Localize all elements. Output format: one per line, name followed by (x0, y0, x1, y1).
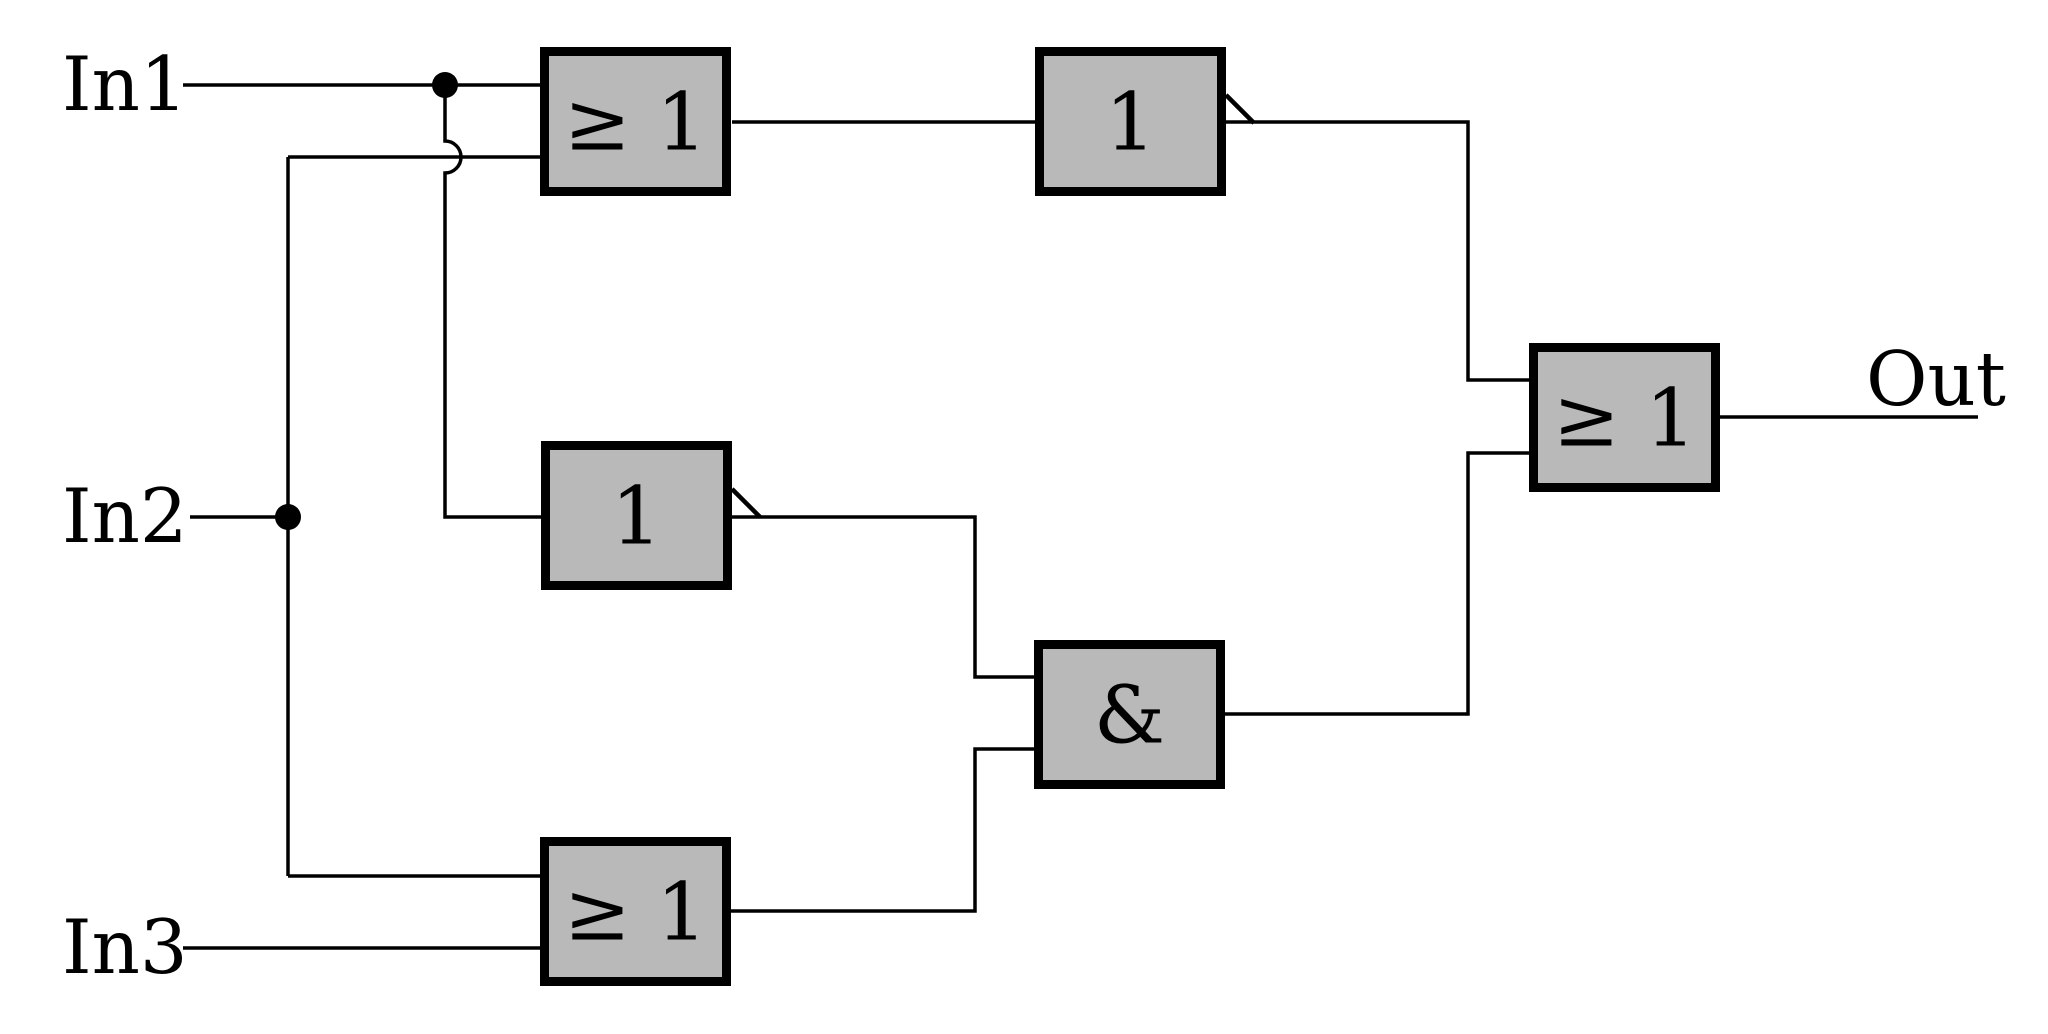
negation-flag-icon (1224, 93, 1256, 125)
gate-box-or-2 (540, 837, 731, 986)
wire-not1-to-or3 (1226, 120, 1529, 382)
wire-and-to-or3 (1225, 451, 1529, 716)
label-in3: In3 (62, 903, 188, 991)
wire-or2-to-and (731, 747, 1034, 913)
gate-box-not-1 (1035, 47, 1226, 196)
wire-not2-to-and (732, 515, 1034, 679)
gate-symbol-not-2: 1 (611, 470, 662, 563)
gate-box-not-2 (541, 441, 732, 590)
layer-gates: ≥ 1 1 1 & ≥ 1 ≥ 1 (540, 47, 1720, 986)
gate-box-or-3 (1529, 343, 1720, 492)
junction-dot-in2-node (275, 504, 301, 530)
layer-junctions (275, 72, 458, 530)
wire-in1-branch (443, 85, 541, 519)
negation-flag-icon (730, 487, 762, 519)
gate-symbol-or-3: ≥ 1 (1553, 372, 1696, 465)
gate-symbol-not-1: 1 (1105, 76, 1156, 169)
junction-dot-in1-node (432, 72, 458, 98)
gate-symbol-or-2: ≥ 1 (564, 866, 707, 959)
label-in1: In1 (62, 40, 188, 128)
label-out: Out (1866, 335, 2006, 423)
gate-symbol-or-1: ≥ 1 (564, 76, 707, 169)
label-in2: In2 (62, 472, 188, 560)
gate-box-and-1 (1034, 640, 1225, 789)
gate-box-or-1 (540, 47, 731, 196)
gate-symbol-and-1: & (1094, 669, 1165, 762)
layer-wires (183, 83, 1978, 950)
